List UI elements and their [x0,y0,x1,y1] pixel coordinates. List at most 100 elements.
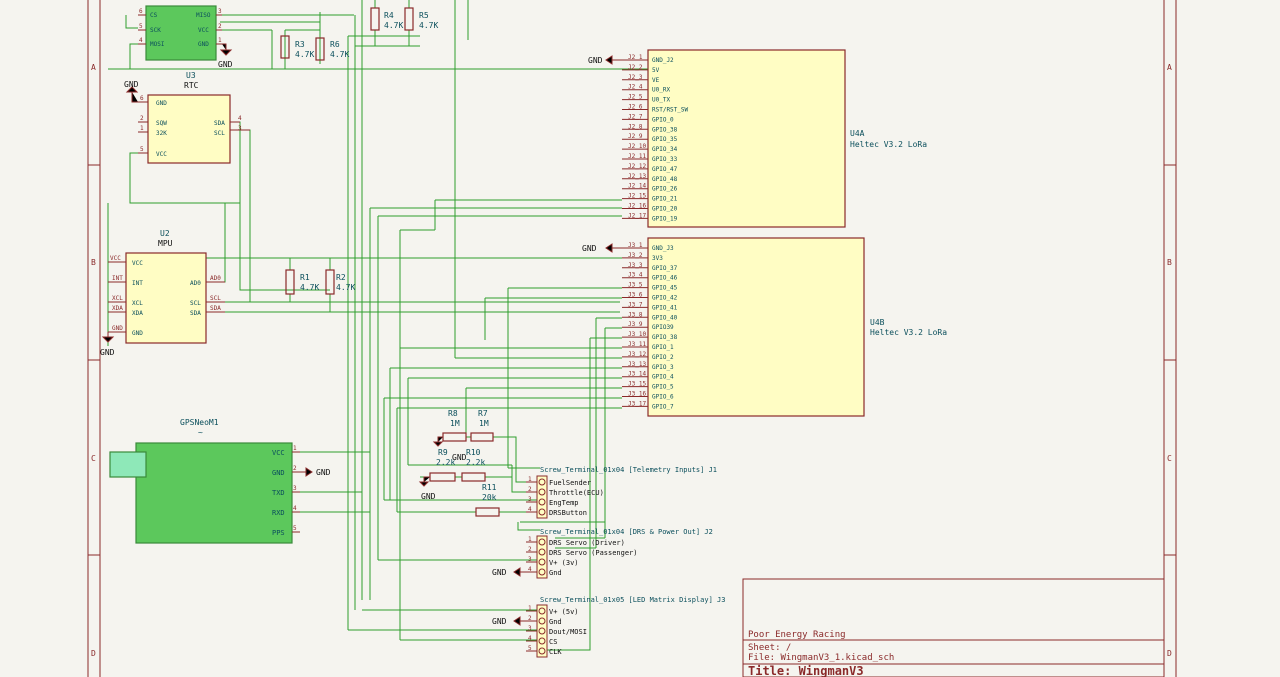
pin-name: GPIO_21 [652,196,678,203]
resistor-ref: R1 [300,273,310,282]
pin-number: J2_15 [628,193,646,200]
ground-symbol [219,43,233,56]
screw-circle-icon [538,637,546,645]
pin-number: J2_1 [628,54,643,61]
terminal-pin-label: V+ (3v) [549,559,579,567]
mpu-net-label: GND [112,325,123,332]
terminal-pin-label: Throttle(ECU) [549,489,604,497]
terminal-pin-label: DRSButton [549,509,587,517]
rtc-pin-name: SQW [156,120,167,127]
resistor-value: 1M [450,419,460,428]
pin-name: GND_J3 [652,245,674,252]
pin-number: J2_6 [628,104,643,111]
gps-pin-name: RXD [272,509,285,517]
resistor-value: 4.7K [330,50,349,59]
pin-name: GND_J2 [652,57,674,64]
sd-pin-num: 1 [218,37,222,44]
gps-pin-num: 5 [293,525,297,532]
pin-name: GPIO_35 [652,136,678,143]
mpu-ref: U2 [160,229,170,238]
ground-label: GND [218,60,233,69]
pin-number: J2_17 [628,212,646,219]
pin-number: J3_16 [628,391,646,398]
resistor-ref: R6 [330,40,340,49]
zone-label-left-a: A [91,63,96,72]
zone-label-left-b: B [91,258,96,267]
ground-label: GND [100,348,115,357]
resistor-value: 4.7K [419,21,438,30]
sd-pin-name: GND [198,41,209,48]
gps-pin-num: 1 [293,445,297,452]
pin-name: 3V3 [652,255,663,262]
rtc-pin-num: 2 [140,115,144,122]
terminal-pin-label: DRS Servo (Passenger) [549,549,638,557]
pin-number: J3_1 [628,242,643,249]
mpu-net-label: AD0 [210,275,221,282]
ground-symbol [101,332,115,343]
terminal-title: Screw_Terminal_01x05 [LED Matrix Display… [540,596,725,604]
mpu-module: U2 MPU VCC INT XCL XDA GND VCC INT XCL X… [100,229,225,357]
rtc-pin-num: 5 [140,146,144,153]
pin-name: GPIO_1 [652,344,674,351]
zone-label-left-d: D [91,649,96,658]
sheet-frame: A B C D A B C D [87,0,1177,677]
gps-pin-name: TXD [272,489,285,497]
resistor-ref: R2 [336,273,346,282]
resistor-ref: R3 [295,40,305,49]
zone-label-right-b: B [1167,258,1172,267]
resistor-ref: R11 [482,483,497,492]
rtc-pin-num: 3 [238,125,242,132]
wires [107,0,648,651]
resistor-r8: R8 1M [442,409,467,442]
pin-name: GPIO_33 [652,156,678,163]
title-block-file: File: WingmanV3_1.kicad_sch [748,653,894,663]
resistor-value: 4.7K [384,21,403,30]
rtc-pin-name: 32K [156,130,167,137]
mpu-pin-name: GND [132,330,143,337]
rtc-pin-name: SCL [214,130,225,137]
pin-number: J2_7 [628,113,643,120]
pin-number: J2_14 [628,183,646,190]
pin-number: J2_2 [628,64,643,71]
ground-label: GND [124,80,139,89]
terminal-pin-label: EngTemp [549,499,579,507]
resistor-ref: R7 [478,409,488,418]
pin-number: J2_5 [628,94,643,101]
mpu-pin-name: SCL [190,300,201,307]
resistor-r6: R6 4.7K [315,37,349,61]
mpu-net-label: VCC [110,255,121,262]
pin-name: GPIO_2 [652,354,674,361]
ground-symbol [125,86,139,103]
mpu-pin-name: XCL [132,300,143,307]
title-block: Poor Energy Racing Sheet: / File: Wingma… [742,578,1165,677]
zone-label-right-a: A [1167,63,1172,72]
ground-label: GND [421,492,436,501]
pin-name: RST/RST_SW [652,107,689,114]
u4a-value: Heltec V3.2 LoRa [850,140,927,149]
resistor-r11: R11 20k [475,483,500,517]
resistor-r4: R4 4.7K [370,7,403,31]
mpu-pin-name: INT [132,280,143,287]
gps-pin-name: PPS [272,529,285,537]
pin-name: GPIO_40 [652,314,678,321]
mpu-net-label: SDA [210,305,221,312]
mpu-value: MPU [158,239,173,248]
rtc-pin-name: VCC [156,151,167,158]
terminal-pin-label: V+ (5v) [549,608,579,616]
pin-number: 2 [528,615,532,622]
screw-circle-icon [538,627,546,635]
rtc-ref: U3 [186,71,196,80]
terminal-pin-label: DRS Servo (Driver) [549,539,625,547]
resistor-value: 2.2k [436,458,455,467]
terminal-title: Screw_Terminal_01x04 [DRS & Power Out] J… [540,528,713,536]
resistor-r7: R7 1M [470,409,494,442]
mpu-pin-name: XDA [132,310,143,317]
sd-pin-num: 3 [218,8,222,15]
rtc-pin-num: 4 [238,115,242,122]
u4a-ref: U4A [850,129,865,138]
pin-name: VE [652,77,660,84]
resistor-r5: R5 4.7K [404,7,438,31]
